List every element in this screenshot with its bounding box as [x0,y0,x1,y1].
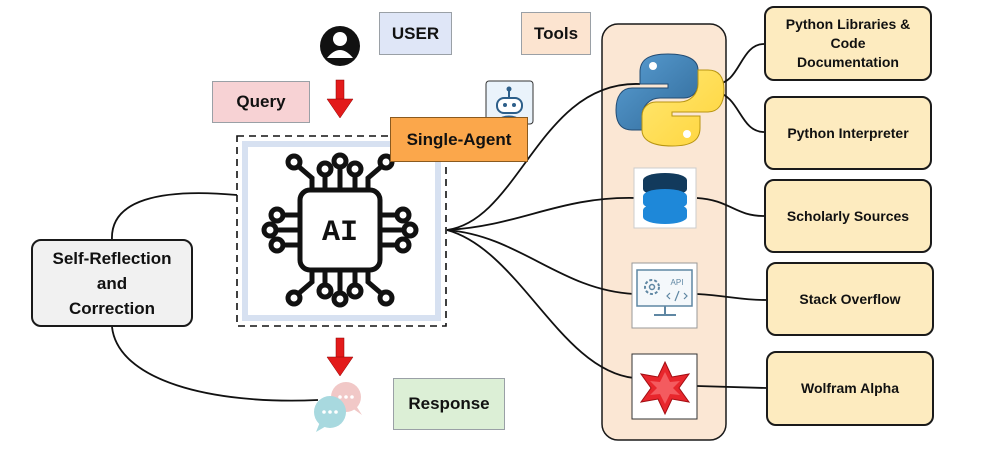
agent-tool-connectors [446,83,641,379]
wolfram-alpha-icon [631,353,698,420]
tool-box-line: Stack Overflow [799,290,901,307]
chat-bubbles-icon [314,382,362,432]
icon-box-connectors [696,43,767,389]
tool-box-python-interpreter: Python Interpreter [764,96,932,170]
connector-agent-api [446,229,635,295]
self-reflection-loop [111,192,319,402]
query-label: Query [212,81,310,123]
tool-box-line: Scholarly Sources [786,207,910,224]
tool-box-scholarly-sources: Scholarly Sources [764,179,932,253]
loop-top [111,192,238,241]
self-reflection-line-1: Self-Reflection [52,248,172,268]
tools-label: Tools [521,12,591,55]
python-logo-icon [615,53,725,147]
response-label: Response [393,378,505,430]
connector-wolfram [696,385,767,389]
tool-box-line: Documentation [797,54,899,70]
tool-box-wolfram-alpha: Wolfram Alpha [766,351,934,426]
tool-box-line: Python Libraries & [785,16,911,32]
user-label: USER [379,12,452,55]
database-icon [633,167,697,229]
single-agent-label: Single-Agent [390,117,528,162]
tool-box-stack-overflow: Stack Overflow [766,262,934,336]
self-reflection-line-3: Correction [69,298,155,318]
api-monitor-icon: API [631,262,698,329]
query-arrow-icon [326,79,354,119]
connector-agent-database [446,197,637,231]
agent-frame [236,135,447,327]
connector-scholarly [696,197,765,217]
tool-box-line: Wolfram Alpha [800,380,899,396]
tool-box-line: Python Interpreter [787,124,909,141]
connector-agent-wolfram [446,229,635,379]
user-avatar-icon [320,26,360,66]
ai-chip-icon [261,152,419,308]
connector-agent-python [446,83,641,231]
tool-box-python-libraries: Python Libraries & Code Documentation [764,6,932,81]
response-arrow-icon [326,337,354,377]
self-reflection-line-2: and [96,273,128,293]
tool-box-line: Code [830,35,866,51]
ai-chip-text: AI [322,216,358,250]
api-icon-text: API [671,278,684,287]
loop-bottom [111,326,319,402]
connector-stack-overflow [696,293,767,301]
agent-inner-panel [242,141,441,321]
self-reflection-box: Self-Reflection and Correction [31,239,193,327]
